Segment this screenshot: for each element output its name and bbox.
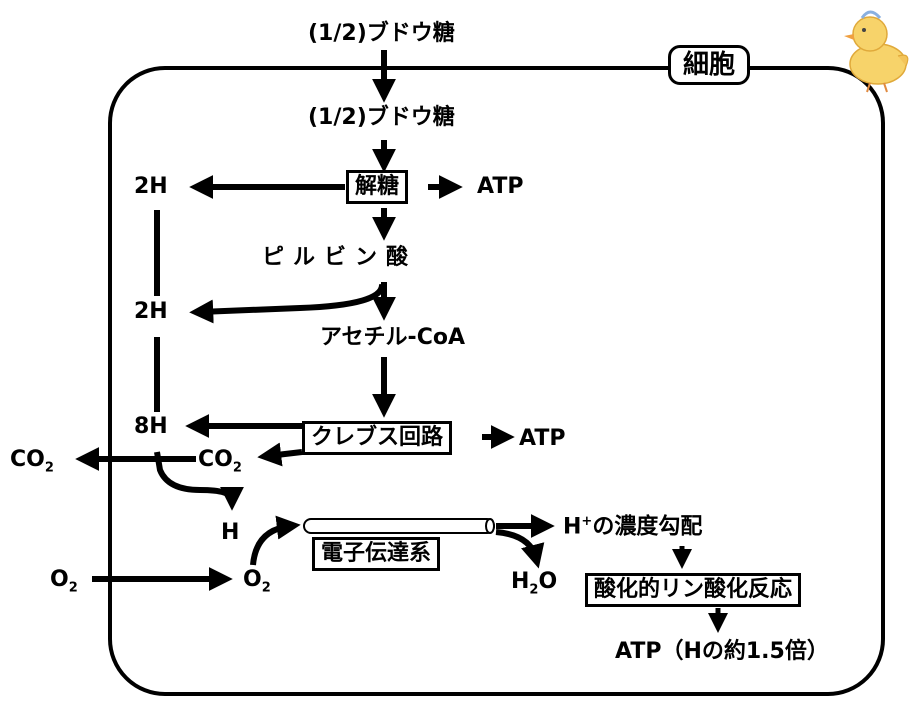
proton-gradient-label: H+の濃度勾配 <box>563 514 703 540</box>
etc-membrane-tube <box>303 518 495 534</box>
arrow-etc-water <box>495 529 545 569</box>
water-label: H2O <box>511 569 558 598</box>
krebs-atp-label: ATP <box>519 426 566 451</box>
co2-outside-label: CO2 <box>10 447 54 476</box>
etc-o2-label: O2 <box>243 567 271 596</box>
arrow-pyruvate-2h <box>189 283 385 324</box>
krebs-co2-label: CO2 <box>198 447 242 476</box>
arrow-8h-h <box>154 451 244 511</box>
cell-title: 細胞 <box>668 45 751 85</box>
oxphos-atp-label: ATP（Hの約1.5倍） <box>615 639 829 664</box>
chick-illustration <box>844 10 909 93</box>
glycolysis-atp-label: ATP <box>477 174 524 199</box>
etc-box: 電子伝達系 <box>312 537 441 571</box>
arrow-krebs-co2 <box>257 442 303 467</box>
glycolysis-box: 解糖 <box>346 170 409 204</box>
o2-outside-label: O2 <box>50 567 78 596</box>
glucose-inside-label: (1/2)ブドウ糖 <box>308 105 455 130</box>
pyruvate-2h-label: 2H <box>134 299 168 324</box>
acetylcoa-label: アセチル-CoA <box>320 325 465 350</box>
krebs-8h-label: 8H <box>134 414 168 439</box>
pyruvate-label: ピルビン酸 <box>262 245 418 270</box>
etc-h-label: H <box>221 520 240 545</box>
oxphos-box: 酸化的リン酸化反応 <box>585 573 802 607</box>
cell-membrane <box>108 66 885 696</box>
arrow-into-etc <box>250 515 301 566</box>
glycolysis-2h-label: 2H <box>134 174 168 199</box>
glucose-outside-label: (1/2)ブドウ糖 <box>308 21 455 46</box>
krebs-box: クレブス回路 <box>302 421 453 455</box>
